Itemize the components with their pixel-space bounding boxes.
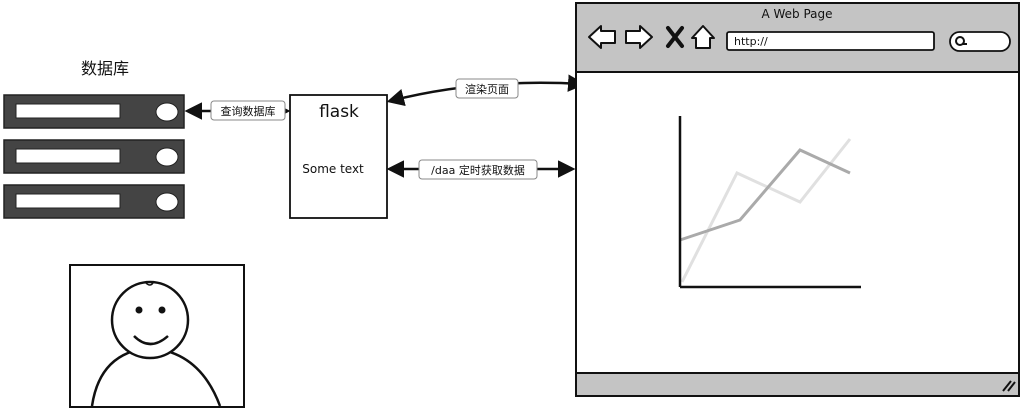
connector-render-page: 渲染页面 (386, 74, 586, 107)
render-page-label: 渲染页面 (465, 82, 509, 96)
periodic-fetch-label: /daa 定时获取数据 (431, 163, 525, 177)
query-db-label: 查询数据库 (221, 104, 276, 118)
sketch-chart (678, 116, 861, 289)
flask-box: flask Some text (289, 94, 388, 219)
database-title: 数据库 (81, 59, 129, 78)
connector-periodic-fetch: /daa 定时获取数据 (386, 159, 576, 180)
browser-title: A Web Page (761, 7, 832, 21)
chart-line-dark (679, 148, 851, 242)
server-unit (3, 94, 185, 129)
address-text: http:// (734, 35, 768, 48)
user-avatar (69, 264, 245, 408)
search-field[interactable] (949, 31, 1011, 52)
search-icon (955, 36, 967, 46)
flask-title: flask (319, 102, 359, 122)
database-group: 数据库 (3, 59, 185, 219)
forward-arrow-icon[interactable] (625, 25, 653, 49)
browser-status-bar (575, 372, 1020, 397)
address-bar[interactable] (726, 31, 935, 51)
browser-window: A Web Page http:// (575, 2, 1020, 397)
server-unit (3, 139, 185, 174)
back-arrow-icon[interactable] (588, 25, 616, 49)
home-icon[interactable] (691, 25, 715, 49)
server-unit (3, 184, 185, 219)
connector-query-db: 查询数据库 (184, 100, 291, 121)
flask-text: Some text (302, 162, 364, 176)
close-icon[interactable] (666, 26, 684, 48)
resize-grip-icon[interactable] (1002, 380, 1016, 392)
